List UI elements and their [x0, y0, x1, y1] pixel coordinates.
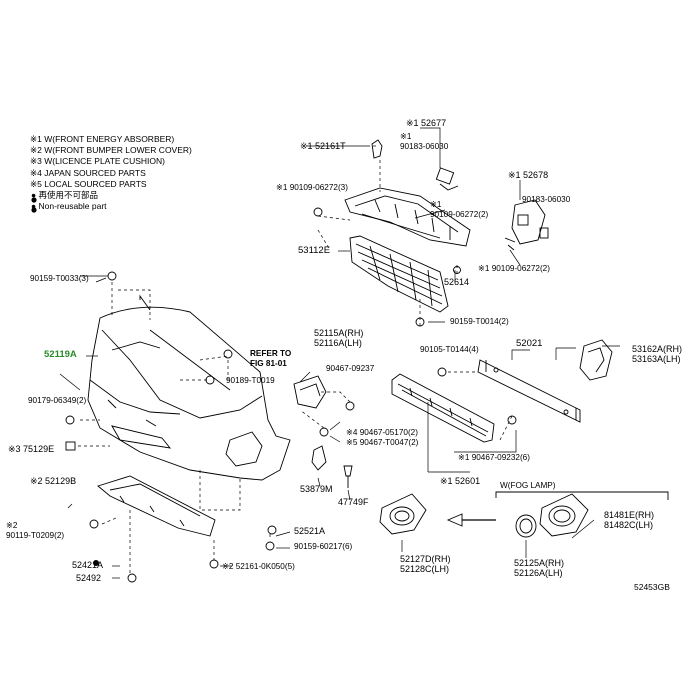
- part-label-53879M: 53879M: [300, 484, 333, 494]
- part-label-52421A: 52421A: [72, 560, 104, 570]
- part-label-52161T: ※1 52161T: [300, 141, 346, 151]
- part-label-52601: ※1 52601: [440, 476, 481, 486]
- legend: ※1 W(FRONT ENERGY ABSORBER) ※2 W(FRONT B…: [30, 134, 192, 212]
- legend-item: ※1 W(FRONT ENERGY ABSORBER): [30, 134, 175, 144]
- part-label-90159-60217: 90159-60217(6): [294, 542, 353, 551]
- part-label-90467-09237: 90467-09237: [326, 364, 375, 373]
- part-label-90159-T0014: 90159-T0014(2): [450, 317, 509, 326]
- reinforcement: [477, 359, 581, 423]
- part-label-90183-06030: ※1 90183-06030: [400, 132, 449, 151]
- part-label-90183-06030-b: 90183-06030: [522, 195, 571, 204]
- part-label-refer-to: REFER TO FIG 81-01: [250, 349, 292, 368]
- part-label-90179-06349: 90179-06349(2): [28, 396, 87, 405]
- part-label-53112E: 53112E: [298, 245, 331, 256]
- part-label-52125A: 52125A(RH) 52126A(LH): [514, 558, 565, 578]
- part-label-90109-06272-2b: ※1 90109-06272(2): [478, 264, 550, 273]
- side-bracket: [579, 339, 613, 381]
- legend-item: ※4 JAPAN SOURCED PARTS: [30, 167, 146, 178]
- part-label-90119-T0209: ※2 90119-T0209(2): [6, 521, 65, 540]
- legend-item: ※2 W(FRONT BUMPER LOWER COVER): [30, 145, 192, 156]
- part-label-81481E: 81481E(RH) 81482C(LH): [604, 510, 655, 530]
- legend-item: ● Non-reusable part: [31, 201, 107, 212]
- lower-cover: [97, 475, 216, 537]
- diagram-code: 52453GB: [634, 582, 670, 592]
- part-label-47749F: 47749F: [338, 497, 369, 507]
- part-label-52521A: 52521A: [294, 526, 326, 536]
- part-label-90109-06272-2: ※1 90109-06272(2): [430, 200, 489, 219]
- part-label-52127D: 52127D(RH) 52128C(LH): [400, 554, 451, 574]
- legend-item: ※3 W(LICENCE PLATE CUSHION): [30, 156, 165, 167]
- fog-lamp-label: W(FOG LAMP): [500, 481, 556, 490]
- leader-lines: [59, 127, 620, 579]
- part-label-52678: ※1 52678: [508, 170, 549, 180]
- grille: [349, 235, 449, 313]
- small-brackets: [311, 445, 353, 488]
- part-label-52021: 52021: [516, 338, 543, 349]
- legend-item: ● 再使用不可部品: [31, 190, 98, 201]
- part-label-90467-05170: ※4 90467-05170(2) ※5 90467-T0047(2): [346, 428, 419, 447]
- clips-top: [107, 139, 461, 327]
- dashed-leaders: [78, 160, 513, 574]
- legend-item: ※5 LOCAL SOURCED PARTS: [30, 178, 147, 189]
- part-label-90189-T0019: 90189-T0019: [226, 376, 275, 385]
- bumper-cover: [87, 294, 291, 481]
- part-label-52492: 52492: [76, 573, 102, 583]
- energy-absorber-bracket: [344, 167, 471, 247]
- part-label-90105-T0144: 90105-T0144(4): [420, 345, 479, 354]
- part-label-52119A: 52119A: [44, 349, 77, 360]
- part-label-52614: 52614: [444, 277, 470, 287]
- part-label-52677: ※1 52677: [406, 118, 447, 128]
- part-label-90467-09232: ※1 90467-09232(6): [458, 453, 530, 462]
- fog-lamp-cover: [379, 493, 589, 538]
- mounting-bracket: [293, 375, 327, 409]
- absorber: [391, 373, 495, 443]
- part-label-52115A: 52115A(RH) 52116A(LH): [314, 328, 364, 348]
- part-label-75129E: ※3 75129E: [8, 444, 55, 454]
- part-label-90109-06272-3: ※1 90109-06272(3): [276, 183, 348, 192]
- part-label-52161-0K050: ※2 52161-0K050(5): [222, 562, 295, 571]
- part-label-90159-T0033: 90159-T0033(3): [30, 274, 89, 283]
- fasteners: [65, 349, 517, 583]
- part-label-52129B: ※2 52129B: [30, 476, 77, 486]
- part-label-53162A: 53162A(RH) 53163A(LH): [632, 344, 683, 364]
- retainer-right: [504, 199, 549, 251]
